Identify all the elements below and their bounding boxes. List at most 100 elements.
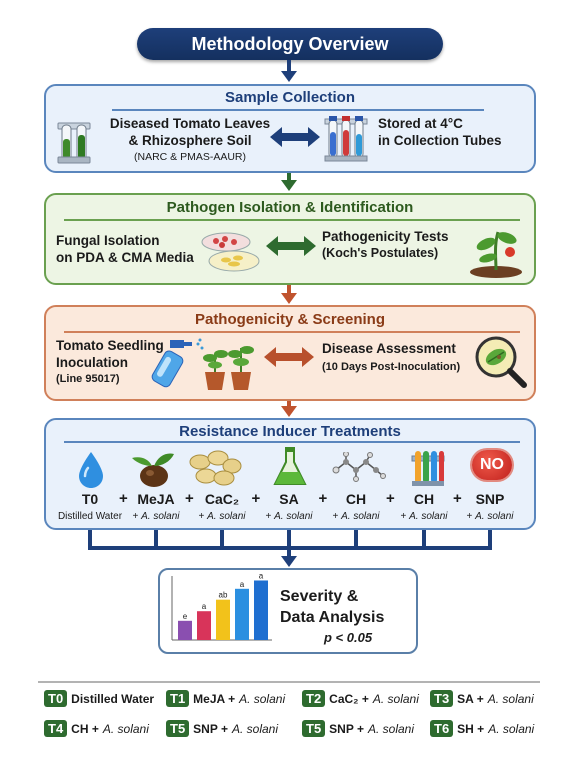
isolation-heading: Pathogen Isolation & Identification (166, 199, 414, 216)
legend-code-badge: T3 (430, 690, 454, 707)
arrow-to-analysis (281, 556, 297, 567)
treatment-sub-text: + (265, 511, 275, 522)
arrow-screening-to-treatments (281, 400, 297, 417)
sample-left-text: Diseased Tomato Leaves & Rhizosphere Soi… (88, 115, 292, 166)
sample-right-line2: in Collection Tubes (378, 133, 502, 148)
sample-collection-heading: Sample Collection (224, 89, 356, 106)
treatment-sub: + A. solani (249, 511, 329, 522)
legend-pathogen: A. solani (372, 691, 419, 706)
legend-label: SNP + (193, 721, 228, 736)
double-arrow-icon (270, 127, 320, 147)
sample-right-line1: Stored at 4°C (378, 116, 463, 131)
bar-letter-label: a (202, 602, 207, 611)
chart-bar (235, 588, 249, 640)
legend-code-badge: T2 (302, 690, 326, 707)
treatment-sub: + A. solani (116, 511, 196, 522)
isolation-left-line2: on PDA & CMA Media (56, 250, 194, 265)
treatment-code: CaC₂ (204, 491, 240, 507)
screening-right-sub: (10 Days Post-Inoculation) (322, 361, 461, 373)
treatment-pathogen: A. solani (409, 511, 448, 522)
molecule-icon (332, 452, 386, 482)
legend-label: CaC₂ + (329, 691, 369, 706)
sample-left-line2: & Rhizosphere Soil (128, 133, 252, 148)
arrow-isolation-to-screening (281, 285, 297, 304)
sample-right-text: Stored at 4°C in Collection Tubes (378, 115, 528, 149)
bar-letter-label: a (259, 572, 264, 580)
legend-label: Distilled Water (71, 691, 155, 706)
isolation-right-line2: (Koch's Postulates) (322, 246, 439, 260)
potted-seedlings-icon (203, 346, 254, 390)
treatment-sub: + A. solani (450, 511, 530, 522)
chart-bar (216, 599, 230, 640)
treatment-sub-text: + (400, 511, 410, 522)
isolation-left-text: Fungal Isolation on PDA & CMA Media (56, 232, 206, 266)
p-value: p < 0.05 (324, 630, 373, 645)
legend-code-badge: T4 (44, 720, 68, 737)
treatment-code: SA (279, 491, 299, 507)
legend-label: SH + (457, 721, 485, 736)
legend-label: MeJA + (193, 691, 236, 706)
treatment-code: CH (345, 491, 367, 507)
arrow-sample-to-isolation (281, 173, 297, 191)
screening-left-line2: Inoculation (56, 355, 128, 370)
screening-right-text: Disease Assessment (10 Days Post-Inocula… (322, 340, 482, 376)
treatment-sub-text: + (332, 511, 342, 522)
treatment-pathogen: A. solani (341, 511, 380, 522)
spray-bottle-icon (151, 338, 204, 388)
screening-left-sub: (Line 95017) (56, 373, 120, 385)
heading-underline (64, 441, 520, 443)
plus-sign: + (185, 490, 194, 507)
screening-right-line1: Disease Assessment (322, 341, 456, 356)
treatment-sub-text: + (198, 511, 208, 522)
screening-heading: Pathogenicity & Screening (194, 311, 386, 328)
treatment-pathogen: A. solani (274, 511, 313, 522)
plus-sign: + (119, 490, 128, 507)
legend-code-badge: T5 (302, 720, 326, 737)
analysis-line2: Data Analysis (280, 609, 385, 626)
treatment-sub: + A. solani (384, 511, 464, 522)
treatment-sub: + A. solani (316, 511, 396, 522)
legend-pathogen: A. solani (231, 721, 279, 736)
isolation-right-line1: Pathogenicity Tests (322, 229, 449, 244)
chart-bar (178, 620, 192, 640)
legend-pathogen: A. solani (239, 691, 286, 706)
magnifier-leaf-icon (475, 336, 527, 388)
legend-code-badge: T0 (44, 690, 68, 707)
tomato-plant-icon (470, 231, 522, 278)
seed-sprout-icon (132, 453, 174, 487)
isolation-right-text: Pathogenicity Tests (Koch's Postulates) (322, 228, 472, 262)
treatment-sub-text: + (466, 511, 476, 522)
analysis-line1: Severity & (280, 588, 359, 605)
treatments-heading: Resistance Inducer Treatments (179, 423, 401, 440)
leaf-test-tubes-icon (57, 122, 91, 164)
plus-sign: + (318, 490, 328, 507)
double-arrow-icon (266, 236, 316, 256)
chart-bar (254, 580, 268, 640)
treatment-code: CH (413, 491, 435, 507)
legend-label: SA + (457, 691, 484, 706)
treatment-sub-text: Distilled Water (57, 511, 123, 522)
heading-underline (64, 331, 520, 333)
collection-tubes-icon (324, 116, 368, 162)
treatment-pathogen: A. solani (475, 511, 514, 522)
treatment-collector (88, 528, 492, 558)
double-arrow-icon (264, 347, 314, 367)
heading-underline (112, 109, 484, 111)
sample-left-line1: Diseased Tomato Leaves (109, 116, 271, 131)
chart-bar (197, 611, 211, 640)
tube-rack-icon (411, 451, 445, 486)
flask-icon (273, 447, 307, 485)
treatment-pathogen: A. solani (207, 511, 246, 522)
legend-label: CH + (71, 721, 99, 736)
petri-dishes-icon (201, 232, 260, 272)
treatment-code: SNP (475, 491, 505, 507)
legend-code-badge: T1 (166, 690, 190, 707)
treatment-sub-text: + (132, 511, 142, 522)
